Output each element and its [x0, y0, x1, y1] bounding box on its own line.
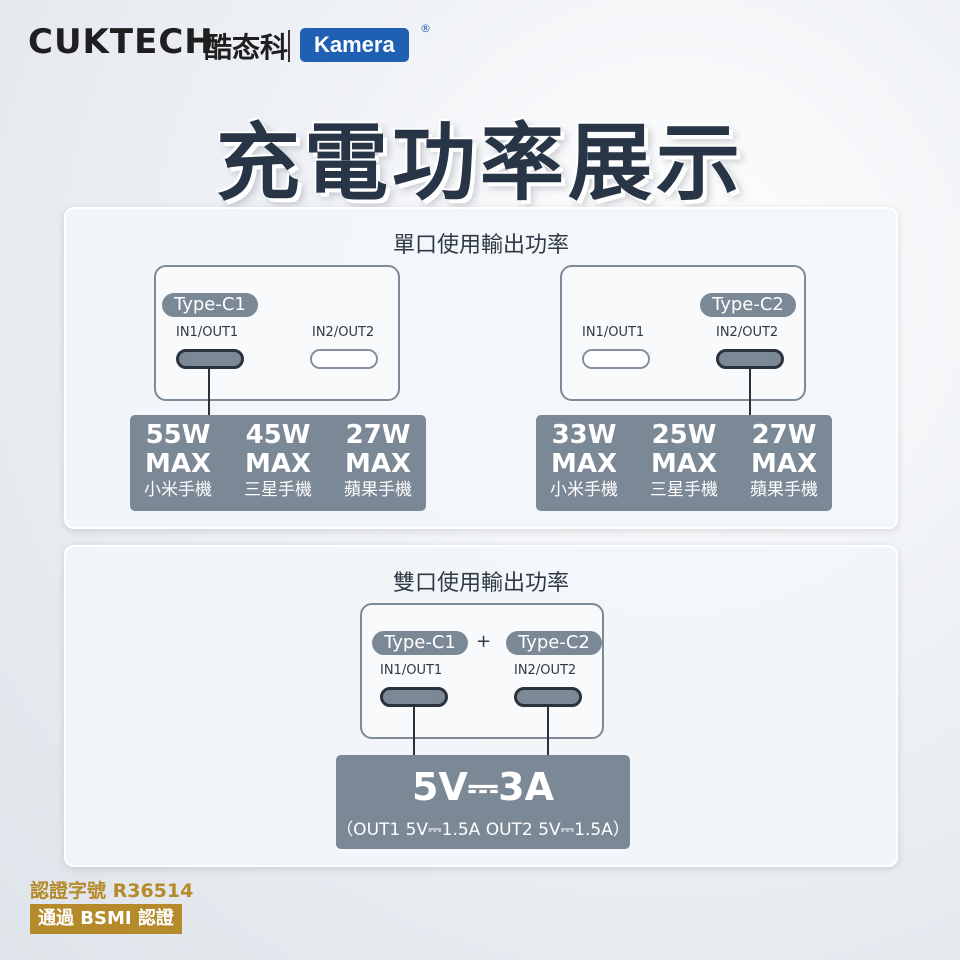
- spec-samsung: 45W MAX 三星手機: [230, 421, 326, 501]
- tag-type-c1: Type-C1: [372, 631, 468, 655]
- spec-brand: 小米手機: [550, 480, 618, 500]
- usb-c-port-1-active: [176, 349, 244, 369]
- dual-device: [360, 603, 604, 739]
- connector-line: [749, 367, 751, 415]
- port-label-in1: IN1/OUT1: [176, 325, 239, 340]
- logo-divider: [288, 30, 290, 62]
- port-label-in2: IN2/OUT2: [716, 325, 779, 340]
- spec-max: MAX: [650, 449, 718, 479]
- dual-output-value: 5V⎓3A: [411, 765, 555, 809]
- spec-watt: 27W: [751, 420, 817, 450]
- spec-brand: 蘋果手機: [344, 480, 412, 500]
- port-label-in1: IN1/OUT1: [380, 663, 443, 678]
- spec-brand: 三星手機: [244, 480, 312, 500]
- spec-apple: 27W MAX 蘋果手機: [736, 421, 832, 501]
- cuktech-cn-logo: 酷态科: [204, 31, 289, 64]
- tag-type-c2: Type-C2: [700, 293, 796, 317]
- cert-number: 認證字號 R36514: [30, 880, 194, 902]
- spec-xiaomi: 55W MAX 小米手機: [130, 421, 226, 501]
- dual-spec-box: 5V⎓3A （OUT1 5V⎓1.5A OUT2 5V⎓1.5A）: [336, 755, 630, 849]
- dual-output-detail: （OUT1 5V⎓1.5A OUT2 5V⎓1.5A）: [336, 820, 630, 840]
- spec-watt: 33W: [551, 420, 617, 450]
- port-label-in1: IN1/OUT1: [582, 325, 645, 340]
- usb-c-port-1-active: [380, 687, 448, 707]
- usb-c-port-2: [310, 349, 378, 369]
- spec-watt: 27W: [345, 420, 411, 450]
- right-device: [560, 265, 806, 401]
- spec-max: MAX: [750, 449, 818, 479]
- spec-apple: 27W MAX 蘋果手機: [330, 421, 426, 501]
- dual-port-panel: 雙口使用輸出功率 Type-C1 + Type-C2 IN1/OUT1 IN2/…: [64, 545, 898, 867]
- spec-max: MAX: [144, 449, 212, 479]
- plus-sign: +: [476, 631, 492, 652]
- spec-max: MAX: [244, 449, 312, 479]
- port-label-in2: IN2/OUT2: [312, 325, 375, 340]
- kamera-logo: Kamera: [300, 28, 409, 62]
- spec-watt: 25W: [651, 420, 717, 450]
- spec-max: MAX: [550, 449, 618, 479]
- connector-line-1: [413, 705, 415, 755]
- right-spec-box: 33W MAX 小米手機 25W MAX 三星手機 27W MAX 蘋果手機: [536, 415, 832, 511]
- usb-c-port-2-active: [716, 349, 784, 369]
- left-spec-box: 55W MAX 小米手機 45W MAX 三星手機 27W MAX 蘋果手機: [130, 415, 426, 511]
- usb-c-port-1: [582, 349, 650, 369]
- spec-brand: 小米手機: [144, 480, 212, 500]
- bsmi-badge: 通過 BSMI 認證: [30, 904, 182, 934]
- single-port-title: 單口使用輸出功率: [392, 233, 569, 258]
- dual-port-title: 雙口使用輸出功率: [392, 571, 569, 596]
- single-port-panel: 單口使用輸出功率 Type-C1 IN1/OUT1 IN2/OUT2 55W M…: [64, 207, 898, 529]
- cuktech-logo: CUKTECH: [28, 22, 214, 62]
- tag-type-c1: Type-C1: [162, 293, 258, 317]
- left-device: [154, 265, 400, 401]
- spec-brand: 蘋果手機: [750, 480, 818, 500]
- connector-line-2: [547, 705, 549, 755]
- page-title: 充電功率展示: [215, 114, 744, 212]
- spec-max: MAX: [344, 449, 412, 479]
- registered-mark: ®: [420, 22, 431, 35]
- spec-xiaomi: 33W MAX 小米手機: [536, 421, 632, 501]
- connector-line: [208, 367, 210, 415]
- spec-watt: 45W: [245, 420, 311, 450]
- spec-watt: 55W: [145, 420, 211, 450]
- port-label-in2: IN2/OUT2: [514, 663, 577, 678]
- tag-type-c2: Type-C2: [506, 631, 602, 655]
- usb-c-port-2-active: [514, 687, 582, 707]
- spec-brand: 三星手機: [650, 480, 718, 500]
- spec-samsung: 25W MAX 三星手機: [636, 421, 732, 501]
